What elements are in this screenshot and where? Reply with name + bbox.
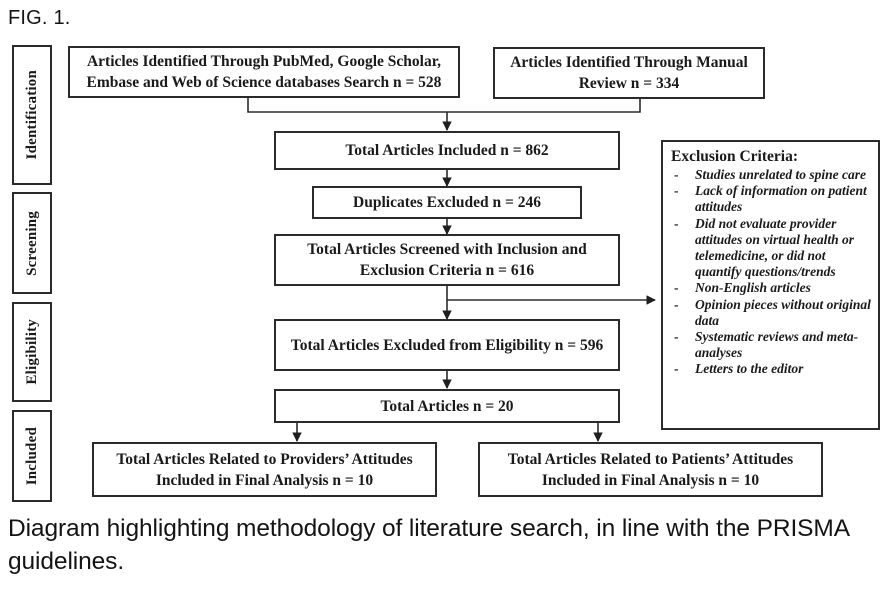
box-text: Total Articles Related to Patients’ Atti… (507, 450, 794, 489)
exclusion-criteria-item: - Letters to the editor (671, 361, 872, 377)
exclusion-criteria-panel: Exclusion Criteria: - Studies unrelated … (661, 140, 880, 430)
bullet-dash: - (674, 329, 679, 345)
box-text: Articles Identified Through PubMed, Goog… (86, 53, 442, 91)
box-text: Duplicates Excluded n = 246 (353, 194, 541, 211)
box-total-screened: Total Articles Screened with Inclusion a… (274, 234, 620, 286)
bullet-dash: - (674, 296, 679, 312)
stage-label-text: Included (23, 426, 40, 486)
box-identified-databases: Articles Identified Through PubMed, Goog… (68, 46, 460, 98)
stage-label-text: Eligibility (23, 319, 40, 385)
exclusion-criteria-title: Exclusion Criteria: (671, 148, 798, 165)
stage-label-identification: Identification (12, 45, 52, 185)
flow-connectors (247, 98, 656, 442)
exclusion-criteria-item-text: Letters to the editor (695, 361, 804, 377)
box-total-excluded-eligibility: Total Articles Excluded from Eligibility… (274, 319, 620, 371)
stage-label-included: Included (12, 410, 52, 502)
box-text: Total Articles Included n = 862 (345, 142, 549, 159)
exclusion-criteria-item: - Studies unrelated to spine care (671, 167, 872, 183)
exclusion-criteria-item-text: Non-English articles (695, 280, 811, 296)
box-text: Total Articles Excluded from Eligibility… (290, 336, 604, 354)
exclusion-criteria-item-text: Lack of information on patient attitudes (695, 183, 867, 215)
box-text: Total Articles n = 20 (380, 397, 514, 415)
bullet-dash: - (674, 167, 679, 182)
box-text: Total Articles Screened with Inclusion a… (307, 241, 587, 279)
exclusion-criteria-list: - Studies unrelated to spine care - Lack… (671, 167, 872, 378)
exclusion-criteria-item-text: Opinion pieces without original data (695, 296, 871, 328)
exclusion-criteria-item: - Systematic reviews and meta-analyses (671, 329, 872, 361)
exclusion-criteria-item-text: Studies unrelated to spine care (695, 167, 867, 182)
exclusion-criteria-item: - Opinion pieces without original data (671, 297, 872, 329)
box-text: Total Articles Related to Providers’ Att… (116, 450, 413, 489)
box-patients-attitudes: Total Articles Related to Patients’ Atti… (478, 442, 823, 497)
stage-label-text: Identification (23, 70, 40, 160)
figure-label: FIG. 1. (8, 7, 71, 29)
exclusion-criteria-item: - Did not evaluate provider attitudes on… (671, 216, 872, 281)
exclusion-criteria-item: - Non-English articles (671, 280, 872, 296)
prisma-flow-diagram: Identification Screening Eligibility Inc… (12, 45, 880, 502)
exclusion-criteria-item: - Lack of information on patient attitud… (671, 183, 872, 215)
box-text: Articles Identified Through Manual Revie… (510, 54, 748, 92)
box-providers-attitudes: Total Articles Related to Providers’ Att… (92, 442, 437, 497)
box-duplicates-excluded: Duplicates Excluded n = 246 (312, 186, 582, 219)
exclusion-criteria-item-text: Did not evaluate provider attitudes on v… (695, 215, 855, 280)
box-identified-manual: Articles Identified Through Manual Revie… (493, 47, 765, 99)
stage-label-text: Screening (23, 210, 40, 276)
bullet-dash: - (674, 215, 679, 231)
stage-label-screening: Screening (12, 192, 52, 294)
figure-caption: Diagram highlighting methodology of lite… (8, 515, 849, 575)
bullet-dash: - (674, 280, 679, 296)
bullet-dash: - (674, 361, 679, 377)
bullet-dash: - (674, 183, 679, 199)
exclusion-criteria-item-text: Systematic reviews and meta-analyses (695, 329, 859, 361)
box-total-included: Total Articles Included n = 862 (274, 131, 620, 170)
stage-label-eligibility: Eligibility (12, 302, 52, 402)
merge-connector (247, 98, 641, 113)
box-total-articles: Total Articles n = 20 (274, 389, 620, 423)
